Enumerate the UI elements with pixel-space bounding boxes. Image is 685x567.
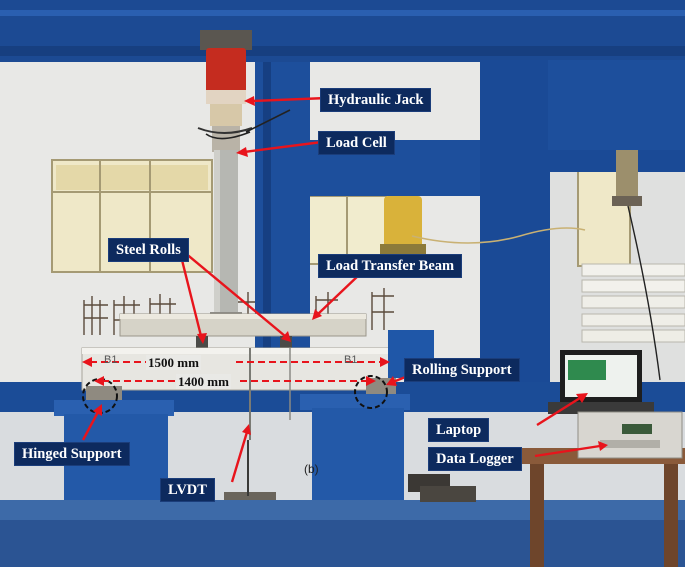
cable-2 [627,205,661,381]
laptop [548,350,654,414]
figure-tag: (b) [304,462,319,476]
label-hinged-support: Hinged Support [14,442,130,466]
rolling-support-circle [354,375,388,409]
label-hydraulic-jack: Hydraulic Jack [320,88,432,112]
label-laptop: Laptop [428,418,490,442]
hydraulic-jack [197,30,291,152]
label-load-cell: Load Cell [318,131,395,155]
dimension-arrowheads [82,357,390,386]
data-logger [577,411,683,459]
actuator-middle [380,196,426,254]
label-lvdt: LVDT [160,478,215,502]
label-steel-rolls: Steel Rolls [108,238,189,262]
floor-items [0,474,685,567]
cable-1 [411,227,586,244]
specimen-mark-left: B1 [104,354,118,366]
dimension-1500: 1500 mm [146,355,201,370]
callout-arrowheads [93,96,608,451]
loading-rod [210,150,242,320]
test-beam [81,347,395,440]
load-transfer-beam [119,313,367,337]
stacked-slabs [581,263,685,343]
label-rolling-support: Rolling Support [404,358,520,382]
dimension-1400: 1400 mm [176,374,231,389]
actuator-right [612,150,642,206]
dimension-arrows [90,361,382,382]
label-load-transfer-beam: Load Transfer Beam [318,254,463,278]
label-data-logger: Data Logger [428,447,522,471]
specimen-mark-right: B1 [344,354,358,366]
